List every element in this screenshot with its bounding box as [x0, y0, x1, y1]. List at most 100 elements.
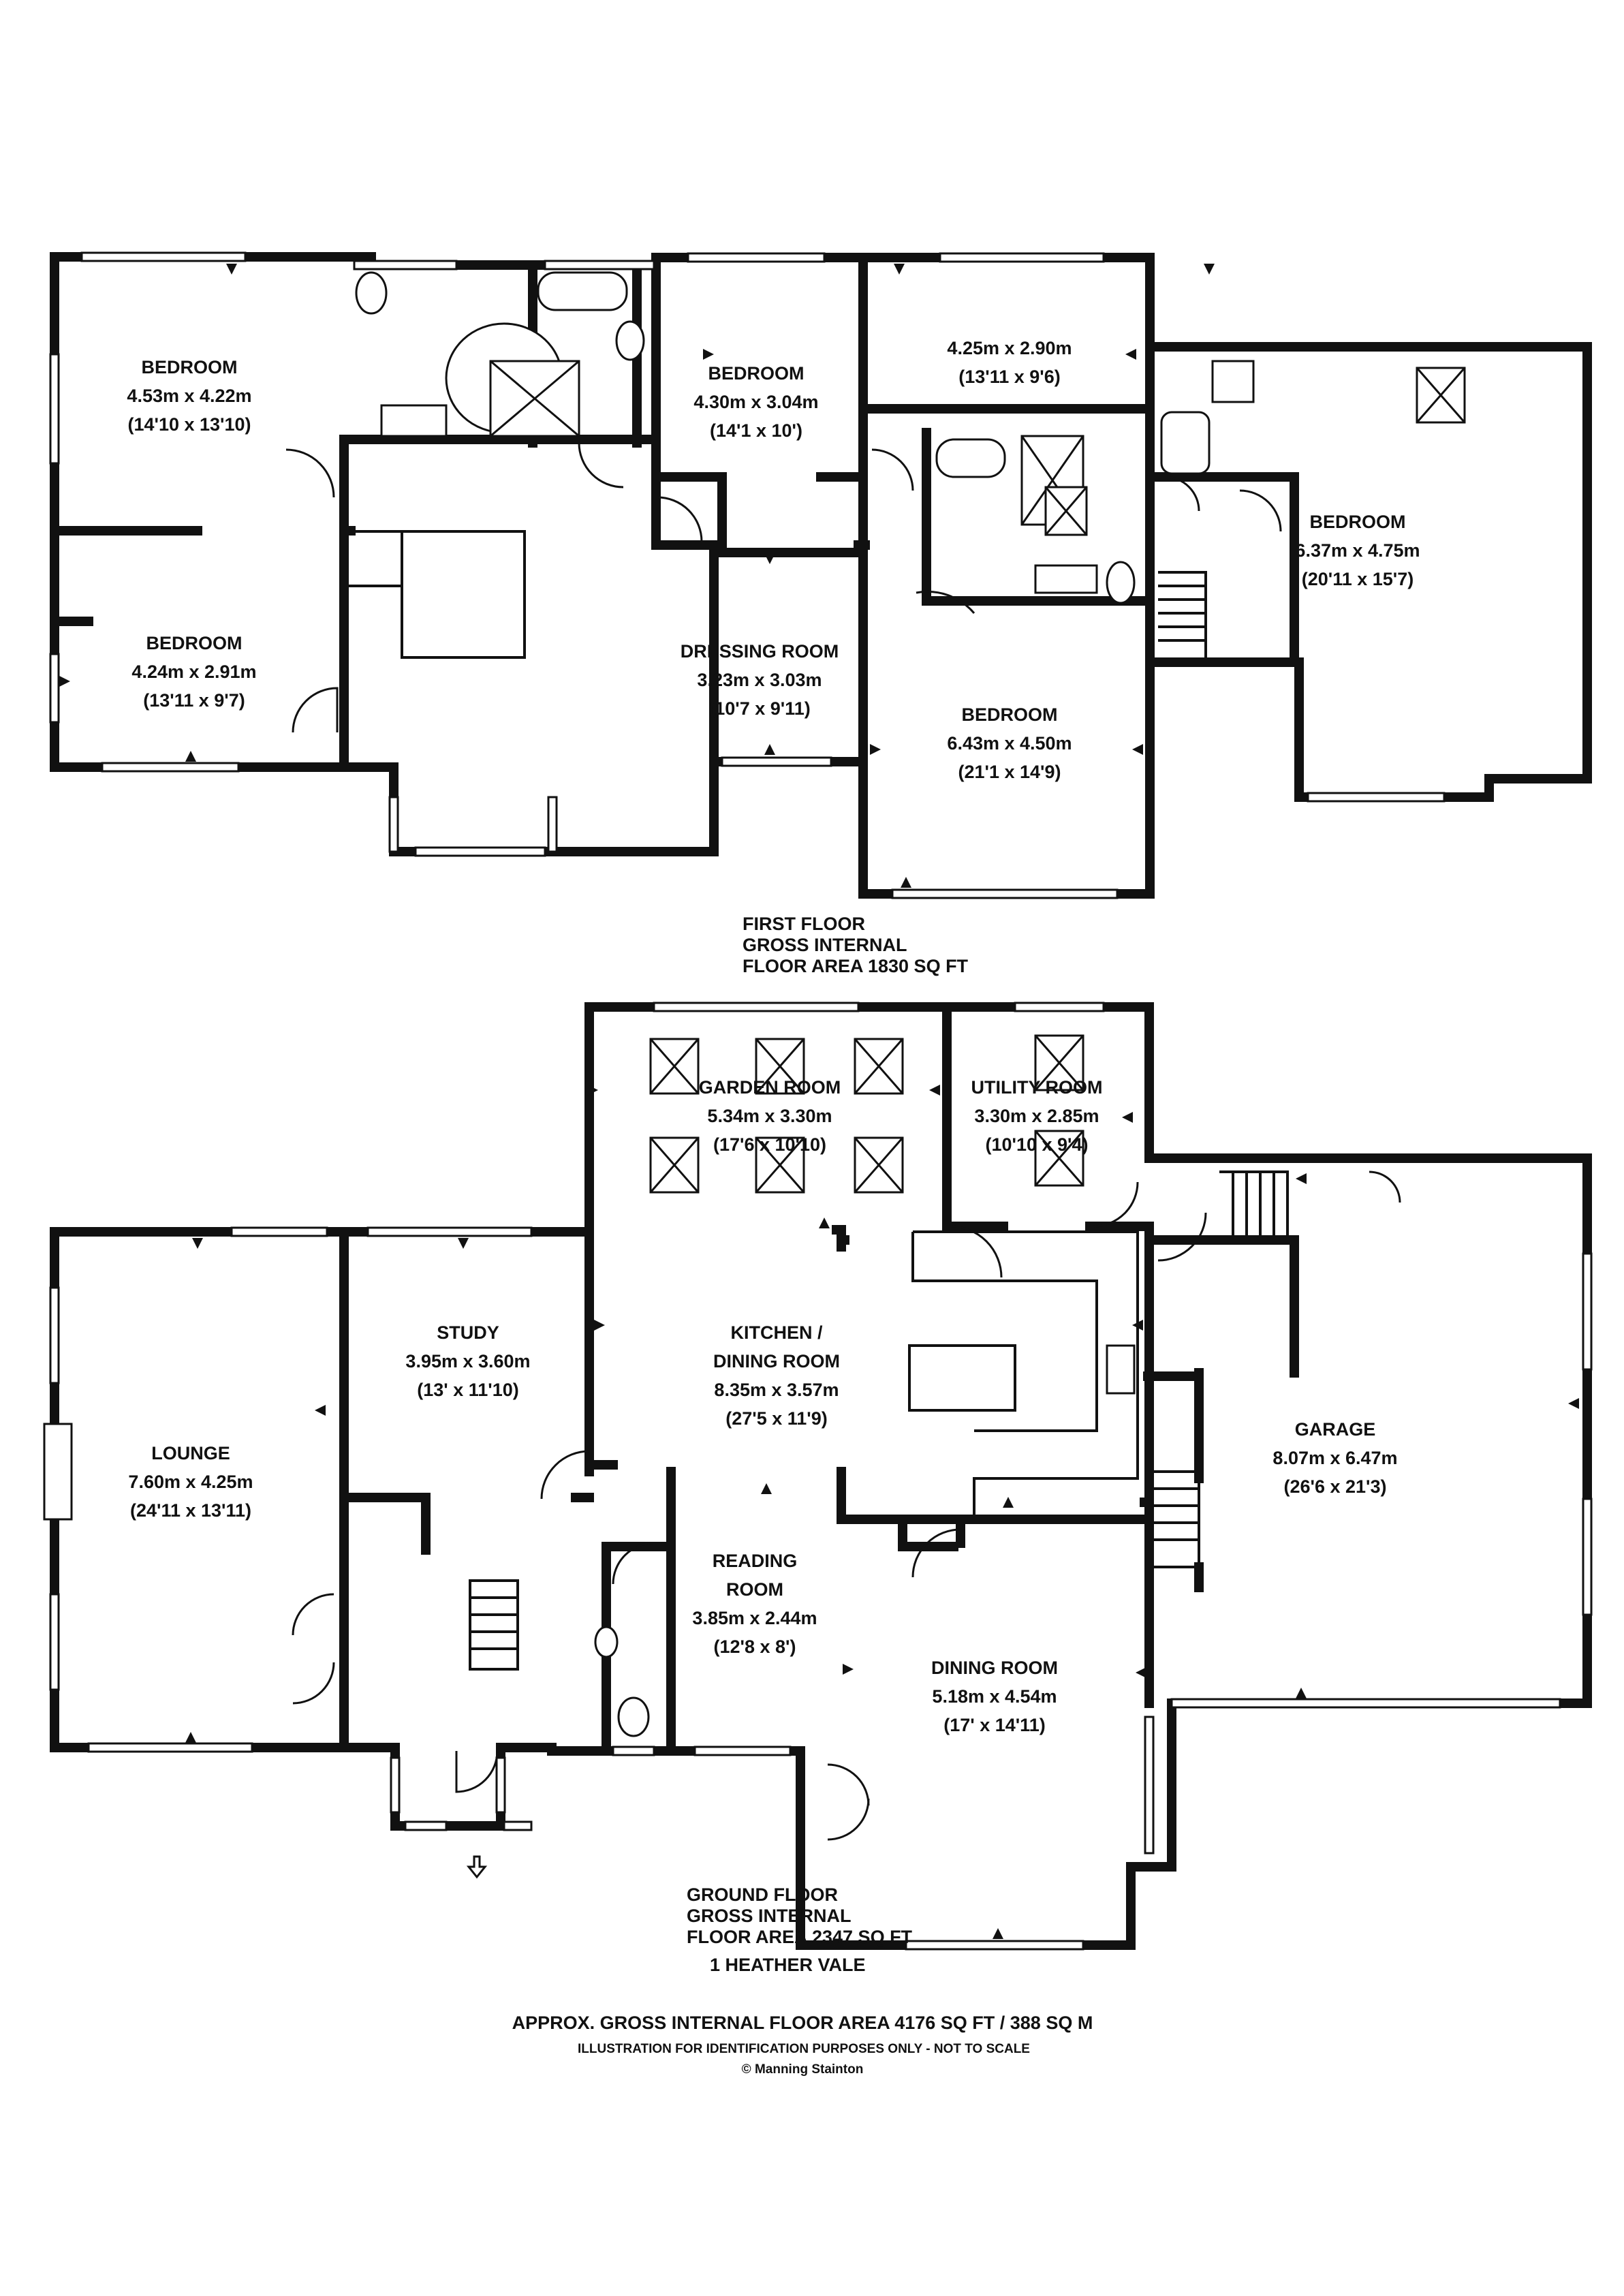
- ground-floor-stairs: [469, 1170, 1289, 1671]
- window-marker-icon: [458, 1238, 469, 1249]
- ground-floor-skylights: [649, 1034, 1084, 1194]
- window-marker-icon: [764, 744, 775, 755]
- first-floor-stairs: [1158, 571, 1207, 664]
- room-name: READING: [713, 1551, 798, 1571]
- room-imperial: (17' x 14'11): [943, 1715, 1045, 1735]
- room-imperial: (14'10 x 13'10): [128, 414, 251, 435]
- window-marker-icon: [929, 1085, 940, 1096]
- room-metric: 6.43m x 4.50m: [947, 733, 1072, 754]
- window-marker-icon: [1296, 1173, 1307, 1184]
- room-name-line2: DINING ROOM: [713, 1351, 840, 1371]
- note-line: GROSS INTERNAL: [687, 1906, 852, 1926]
- room-name: BEDROOM: [142, 357, 238, 377]
- room-label-lounge: LOUNGE 7.60m x 4.25m (24'11 x 13'11): [128, 1443, 253, 1521]
- room-name: KITCHEN /: [731, 1322, 823, 1343]
- room-imperial: (20'11 x 15'7): [1302, 569, 1414, 589]
- first-floor-area-note: FIRST FLOOR GROSS INTERNAL FLOOR AREA 18…: [743, 914, 969, 976]
- room-metric: 8.07m x 6.47m: [1272, 1448, 1397, 1468]
- first-floor-windows: [49, 251, 1446, 899]
- room-metric: 4.25m x 2.90m: [947, 338, 1072, 358]
- window-marker-icon: [587, 1085, 598, 1096]
- room-label-utility-room: UTILITY ROOM 3.30m x 2.85m (10'10 x 9'4): [971, 1077, 1103, 1155]
- room-imperial: (17'6 x 10'10): [713, 1134, 826, 1155]
- window-marker-icon: [1204, 264, 1215, 275]
- entrance-arrow-icon: [466, 1855, 488, 1879]
- room-imperial: (13'11 x 9'7): [143, 690, 245, 711]
- room-metric: 3.85m x 2.44m: [692, 1608, 817, 1628]
- note-line: GROUND FLOOR: [687, 1884, 838, 1905]
- ground-floor-labels: GARDEN ROOM 5.34m x 3.30m (17'6 x 10'10)…: [128, 1077, 1397, 1735]
- total-floor-area: APPROX. GROSS INTERNAL FLOOR AREA 4176 S…: [512, 2013, 1093, 2033]
- room-imperial: (13' x 11'10): [417, 1380, 518, 1400]
- window-marker-icon: [764, 553, 775, 564]
- room-name: GARAGE: [1295, 1419, 1376, 1440]
- first-floor-stair-void: [347, 530, 526, 659]
- first-floor-fixtures: [355, 271, 1466, 604]
- window-marker-icon: [843, 1664, 854, 1675]
- window-marker-icon: [185, 1732, 196, 1743]
- note-line: FIRST FLOOR: [743, 914, 865, 934]
- room-label-ff-bedroom-4: BEDROOM 6.37m x 4.75m (20'11 x 15'7): [1295, 512, 1420, 589]
- window-marker-icon: [594, 1320, 605, 1331]
- window-marker-icon: [1122, 1112, 1133, 1123]
- window-marker-icon: [894, 264, 905, 275]
- room-name: BEDROOM: [962, 704, 1058, 725]
- room-name: UTILITY ROOM: [971, 1077, 1103, 1098]
- note-line: GROSS INTERNAL: [743, 935, 907, 955]
- room-label-ff-bedroom-6: BEDROOM 6.43m x 4.50m (21'1 x 14'9): [947, 704, 1072, 782]
- room-label-ff-bedroom-5: BEDROOM 4.24m x 2.91m (13'11 x 9'7): [131, 633, 256, 711]
- window-marker-icon: [59, 676, 70, 687]
- copyright: © Manning Stainton: [742, 2062, 864, 2077]
- room-name-line2: ROOM: [726, 1579, 783, 1600]
- room-label-ff-room-3: 4.25m x 2.90m (13'11 x 9'6): [947, 338, 1072, 387]
- window-marker-icon: [1568, 1398, 1579, 1409]
- window-marker-icon: [819, 1217, 830, 1228]
- ground-floor-interior-walls: [339, 1002, 1299, 1756]
- room-name: DRESSING ROOM: [681, 641, 839, 662]
- window-marker-icon: [1003, 1497, 1014, 1508]
- first-floor-labels: BEDROOM 4.53m x 4.22m (14'10 x 13'10) BE…: [127, 338, 1420, 782]
- room-label-garage: GARAGE 8.07m x 6.47m (26'6 x 21'3): [1272, 1419, 1397, 1497]
- kitchen-island: [908, 1344, 1016, 1412]
- ground-floor-windows: [49, 1002, 1593, 1951]
- ground-floor-doors: [292, 1170, 1401, 1841]
- room-label-dining-room: DINING ROOM 5.18m x 4.54m (17' x 14'11): [931, 1658, 1058, 1735]
- room-label-reading-room: READING ROOM 3.85m x 2.44m (12'8 x 8'): [692, 1551, 817, 1657]
- room-metric: 3.23m x 3.03m: [697, 670, 822, 690]
- room-name: BEDROOM: [146, 633, 243, 653]
- note-line: FLOOR AREA 2347 SQ FT: [687, 1927, 913, 1947]
- room-name: BEDROOM: [1310, 512, 1406, 532]
- footer: APPROX. GROSS INTERNAL FLOOR AREA 4176 S…: [512, 2013, 1093, 2077]
- room-imperial: (27'5 x 11'9): [725, 1408, 827, 1429]
- room-metric: 4.24m x 2.91m: [131, 662, 256, 682]
- window-marker-icon: [870, 744, 881, 755]
- room-metric: 3.30m x 2.85m: [974, 1106, 1099, 1126]
- window-marker-icon: [192, 1238, 203, 1249]
- window-marker-icon: [1136, 1667, 1146, 1678]
- room-label-study: STUDY 3.95m x 3.60m (13' x 11'10): [405, 1322, 530, 1400]
- note-line: FLOOR AREA 1830 SQ FT: [743, 956, 969, 976]
- room-metric: 5.18m x 4.54m: [932, 1686, 1057, 1707]
- window-marker-icon: [1132, 744, 1143, 755]
- room-name: DINING ROOM: [931, 1658, 1058, 1678]
- ground-floor-area-note: GROUND FLOOR GROSS INTERNAL FLOOR AREA 2…: [687, 1884, 913, 1975]
- window-marker-icon: [185, 751, 196, 762]
- room-name: LOUNGE: [151, 1443, 230, 1463]
- room-label-garden-room: GARDEN ROOM 5.34m x 3.30m (17'6 x 10'10): [699, 1077, 841, 1155]
- room-metric: 7.60m x 4.25m: [128, 1472, 253, 1492]
- room-imperial: (21'1 x 14'9): [958, 762, 1061, 782]
- first-floor-doors: [285, 442, 1282, 733]
- disclaimer: ILLUSTRATION FOR IDENTIFICATION PURPOSES…: [578, 2042, 1030, 2056]
- room-label-ff-bedroom-2: BEDROOM 4.30m x 3.04m (14'1 x 10'): [693, 363, 818, 441]
- room-label-kitchen-dining: KITCHEN / DINING ROOM 8.35m x 3.57m (27'…: [713, 1322, 840, 1429]
- room-imperial: (14'1 x 10'): [710, 420, 802, 441]
- room-metric: 8.35m x 3.57m: [714, 1380, 839, 1400]
- ground-floor-plan: [43, 1002, 1593, 1951]
- room-metric: 6.37m x 4.75m: [1295, 540, 1420, 561]
- ground-floor-fixtures: [43, 1344, 1136, 1737]
- first-floor-outer-wall: [50, 252, 1592, 899]
- room-imperial: (24'11 x 13'11): [130, 1500, 251, 1521]
- window-marker-icon: [761, 1483, 772, 1494]
- room-metric: 5.34m x 3.30m: [707, 1106, 832, 1126]
